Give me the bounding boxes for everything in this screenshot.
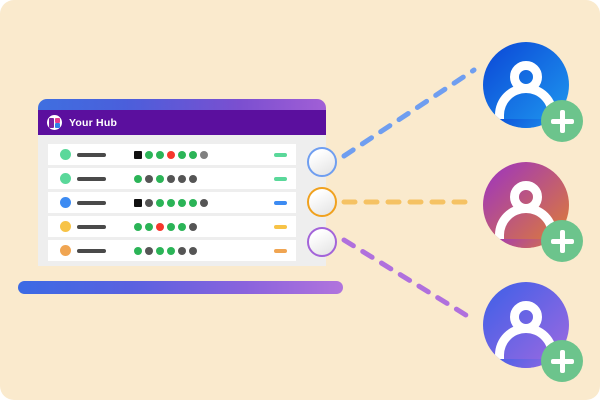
status-dot: [200, 198, 208, 207]
member-name-placeholder: [77, 224, 106, 229]
connector-bottom: [341, 237, 477, 323]
add-person-button[interactable]: [541, 100, 583, 142]
app-screen: [38, 135, 326, 266]
status-dot: [200, 150, 208, 159]
plus-icon-bar: [550, 118, 574, 124]
avatar-bottom-mask: [483, 359, 569, 368]
member-avatar: [60, 197, 71, 208]
plus-icon-bar: [550, 238, 574, 244]
member-name-placeholder: [77, 152, 106, 157]
row-end-marker: [274, 224, 287, 229]
status-dot: [156, 174, 164, 183]
app-title: Your Hub: [69, 116, 118, 129]
status-dot: [156, 150, 164, 159]
member-avatar: [60, 173, 71, 184]
status-dot: [178, 198, 186, 207]
member-row[interactable]: [48, 216, 296, 237]
member-name-placeholder: [77, 200, 106, 205]
row-end-marker: [274, 176, 287, 181]
row-end-marker: [274, 200, 287, 205]
member-avatar: [60, 149, 71, 160]
add-person-button[interactable]: [541, 220, 583, 262]
member-avatar: [60, 245, 71, 256]
status-dot: [156, 198, 164, 207]
status-dot: [167, 246, 175, 255]
laptop-device: Your Hub: [38, 99, 326, 274]
status-dot-group: [134, 144, 211, 165]
status-dot: [156, 246, 164, 255]
member-row[interactable]: [48, 144, 296, 165]
status-dot: [134, 174, 142, 183]
status-dot: [189, 174, 197, 183]
status-dot: [167, 174, 175, 183]
status-dot: [178, 246, 186, 255]
status-dot: [189, 150, 197, 159]
member-avatar: [60, 221, 71, 232]
status-dot: [134, 246, 142, 255]
status-dot: [167, 150, 175, 159]
avatar-invite-three[interactable]: [483, 282, 583, 382]
status-dot: [178, 222, 186, 231]
plus-icon-bar: [550, 358, 574, 364]
member-row[interactable]: [48, 168, 296, 189]
status-dot: [156, 222, 164, 231]
status-dot: [145, 174, 153, 183]
status-dot: [145, 222, 153, 231]
status-dot: [134, 150, 142, 159]
status-dot: [134, 222, 142, 231]
row-end-marker: [274, 152, 287, 157]
status-dot-group: [134, 216, 200, 237]
status-dot: [145, 246, 153, 255]
status-dot: [167, 222, 175, 231]
member-name-placeholder: [77, 176, 106, 181]
laptop-lid-top-edge: [38, 99, 326, 113]
member-list: [48, 144, 296, 261]
connection-node-middle[interactable]: [307, 187, 337, 217]
avatar-bottom-mask: [483, 239, 569, 248]
your-hub-logo-icon: [47, 115, 62, 130]
status-dot: [178, 174, 186, 183]
status-dot: [189, 198, 197, 207]
avatar-invite-one[interactable]: [483, 42, 583, 142]
status-dot: [178, 150, 186, 159]
status-dot: [167, 198, 175, 207]
laptop-base: [18, 281, 343, 294]
avatar-bottom-mask: [483, 119, 569, 128]
status-dot: [145, 198, 153, 207]
app-titlebar: Your Hub: [38, 110, 326, 135]
status-dot-group: [134, 240, 200, 261]
avatar-invite-two[interactable]: [483, 162, 583, 262]
connection-node-top[interactable]: [307, 147, 337, 177]
status-dot-group: [134, 168, 200, 189]
connection-node-bottom[interactable]: [307, 227, 337, 257]
status-dot: [189, 222, 197, 231]
status-dot: [145, 150, 153, 159]
add-person-button[interactable]: [541, 340, 583, 382]
member-row[interactable]: [48, 192, 296, 213]
member-name-placeholder: [77, 248, 106, 253]
status-dot-group: [134, 192, 211, 213]
row-end-marker: [274, 248, 287, 253]
status-dot: [189, 246, 197, 255]
member-row[interactable]: [48, 240, 296, 261]
connector-top: [341, 67, 477, 159]
status-dot: [134, 198, 142, 207]
